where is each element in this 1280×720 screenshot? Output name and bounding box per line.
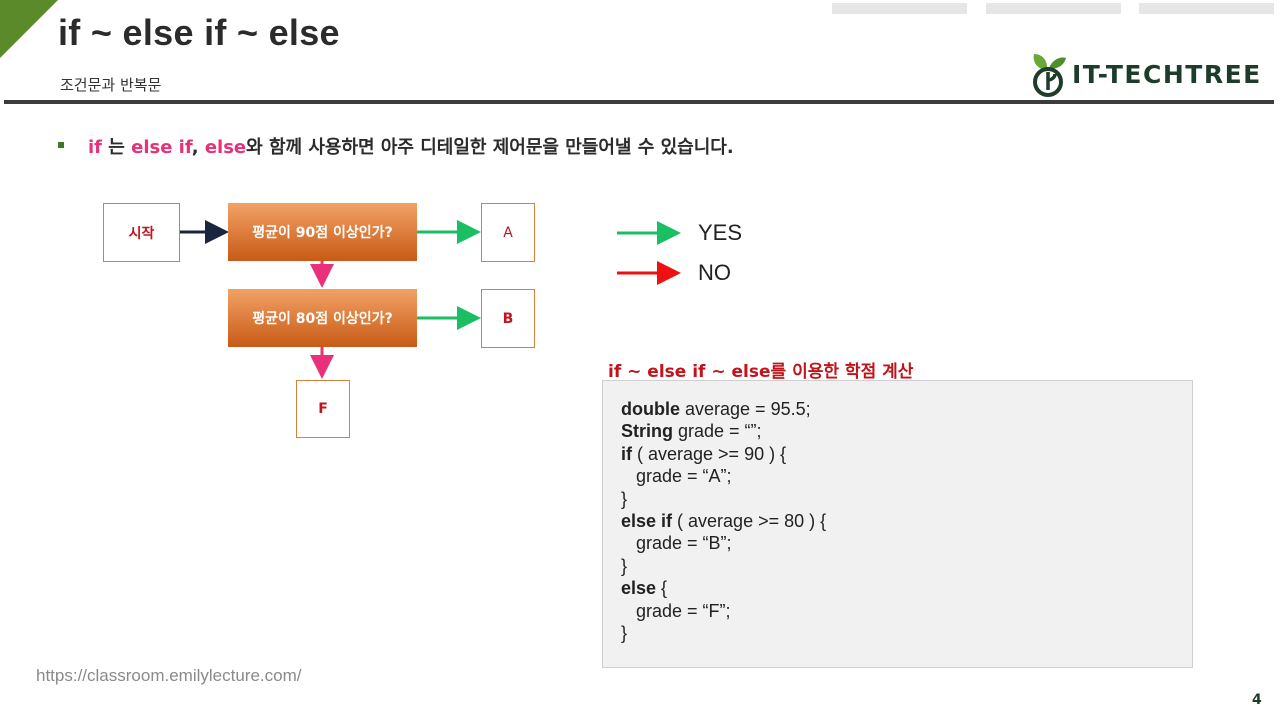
code-keyword: else if bbox=[621, 511, 673, 531]
code-text: ( average >= 80 ) { bbox=[672, 511, 827, 531]
legend-no-label: NO bbox=[698, 260, 731, 285]
top-decor-bar-2 bbox=[986, 3, 1121, 14]
flow-decision-90: 평균이 90점 이상인가? bbox=[228, 203, 417, 261]
header-divider bbox=[4, 100, 1274, 104]
page-subtitle: 조건문과 반복문 bbox=[60, 76, 162, 94]
code-line: grade = “F”; bbox=[621, 601, 731, 622]
code-text: { bbox=[656, 578, 668, 599]
code-text: grade = “F”; bbox=[621, 600, 731, 621]
flow-result-a: A bbox=[481, 203, 535, 262]
bullet-keyword-else-if: else if bbox=[131, 137, 192, 158]
code-line: } bbox=[621, 489, 627, 510]
code-line: grade = “A”; bbox=[621, 466, 732, 487]
bullet-point: if 는 else if, else와 함께 사용하면 아주 디테일한 제어문을… bbox=[58, 133, 734, 159]
code-text: grade = “A”; bbox=[621, 466, 732, 487]
code-line: String grade = “”; bbox=[621, 421, 762, 442]
top-decor-bar-1 bbox=[832, 3, 967, 14]
code-text: } bbox=[621, 623, 628, 643]
flow-result-b: B bbox=[481, 289, 535, 348]
code-text: grade = “”; bbox=[673, 421, 762, 442]
code-block bbox=[602, 380, 1193, 668]
code-text: } bbox=[621, 488, 628, 509]
code-keyword: String bbox=[621, 421, 673, 442]
code-line: } bbox=[621, 556, 627, 577]
code-line: } bbox=[621, 623, 627, 644]
bullet-text-2: , bbox=[191, 137, 205, 158]
footer-url: https://classroom.emilylecture.com/ bbox=[36, 666, 302, 685]
code-text: } bbox=[621, 555, 628, 576]
legend-yes-label: YES bbox=[698, 220, 743, 245]
page-number: 4 bbox=[1252, 692, 1262, 708]
code-line: if ( average >= 90 ) { bbox=[621, 444, 786, 465]
code-text: grade = “B”; bbox=[621, 533, 732, 554]
code-line: grade = “B”; bbox=[621, 533, 732, 554]
flow-decision-80: 평균이 80점 이상인가? bbox=[228, 289, 417, 347]
code-example-title: if ~ else if ~ else를 이용한 학점 계산 bbox=[608, 362, 914, 382]
code-keyword: if bbox=[621, 443, 632, 464]
code-line: double average = 95.5; bbox=[621, 399, 811, 420]
logo-text: IT-TECHTREE bbox=[1072, 60, 1262, 89]
flow-start-box: 시작 bbox=[103, 203, 180, 262]
bullet-square-icon bbox=[58, 142, 64, 148]
code-line: else { bbox=[621, 578, 667, 599]
bullet-keyword-else: else bbox=[204, 137, 247, 158]
page-title: if ~ else if ~ else bbox=[58, 12, 340, 53]
code-keyword: else bbox=[621, 578, 657, 599]
bullet-text-1: 는 bbox=[102, 137, 132, 158]
code-text: average = 95.5; bbox=[680, 399, 811, 419]
sprout-logo-icon bbox=[1033, 54, 1066, 97]
code-line: else if ( average >= 80 ) { bbox=[621, 511, 826, 532]
bullet-text-3: 와 함께 사용하면 아주 디테일한 제어문을 만들어낼 수 있습니다. bbox=[246, 137, 734, 158]
top-decor-bar-3 bbox=[1139, 3, 1274, 14]
code-keyword: double bbox=[621, 399, 680, 419]
code-text: ( average >= 90 ) { bbox=[632, 443, 787, 464]
corner-accent bbox=[0, 0, 58, 58]
flow-result-f: F bbox=[296, 380, 350, 438]
bullet-keyword-if: if bbox=[88, 137, 103, 158]
brand-logo: IT-TECHTREE bbox=[1028, 50, 1264, 98]
